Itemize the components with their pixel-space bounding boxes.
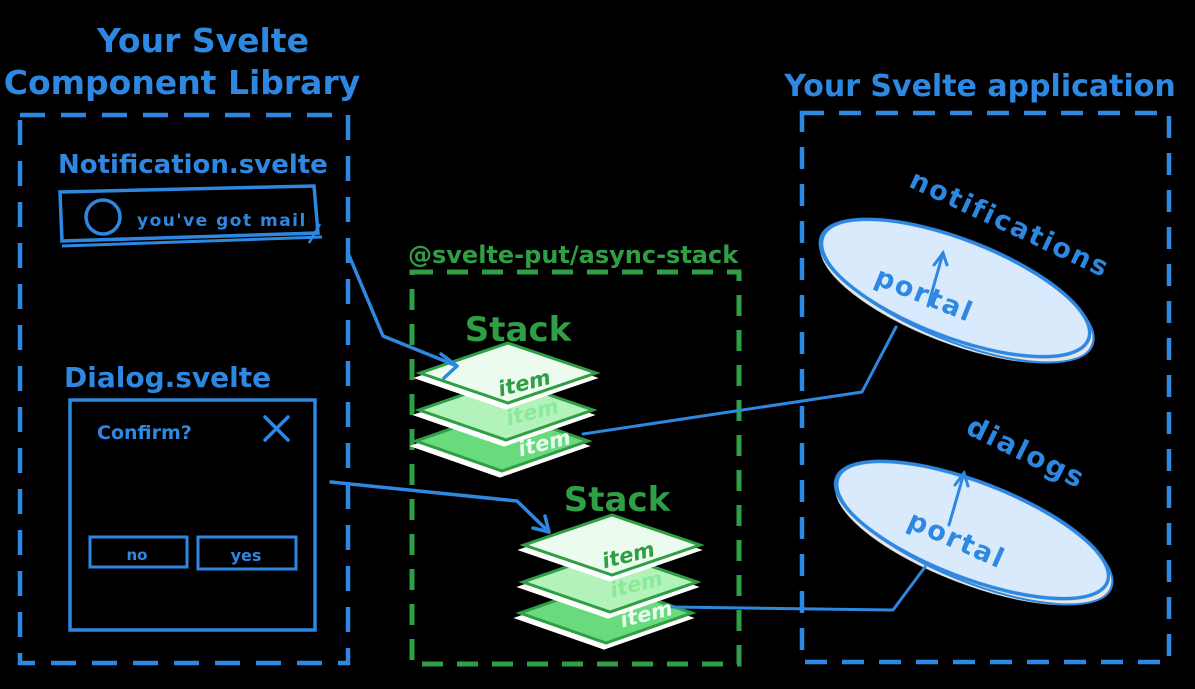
library-title-line1: Your Svelte bbox=[96, 21, 309, 60]
dialog-yes-button bbox=[196, 535, 298, 571]
dialogs-portal: portal bbox=[833, 459, 1114, 606]
library-box-border bbox=[17, 112, 351, 666]
package-box-border bbox=[409, 269, 742, 667]
portal-up-arrow bbox=[926, 249, 949, 308]
notification-banner-sketch-line bbox=[61, 235, 323, 248]
stack1-item2-layer bbox=[414, 378, 598, 442]
stack2-label: Stack bbox=[564, 480, 672, 520]
dialog-frame bbox=[68, 398, 317, 632]
dialog-no-label: no bbox=[127, 546, 148, 564]
notification-banner-frame bbox=[58, 184, 320, 243]
line-stack1-to-notifications-portal bbox=[581, 325, 898, 436]
stack1: item item item bbox=[411, 341, 601, 473]
notification-filename: Notification.svelte bbox=[58, 150, 328, 180]
library-title-line2: Component Library bbox=[4, 63, 361, 102]
dialog-yes-label: yes bbox=[231, 546, 262, 565]
stack2-item1-layer bbox=[519, 513, 705, 577]
dialogs-portal-outline-sketch bbox=[836, 460, 1114, 606]
dialog-no-button bbox=[88, 535, 189, 569]
notification-banner-text: you've got mail bbox=[137, 211, 307, 231]
notifications-portal-outline-sketch bbox=[821, 218, 1095, 364]
stack2: item item item bbox=[515, 513, 705, 645]
arrow-notification-to-stack1 bbox=[346, 251, 459, 380]
close-icon bbox=[263, 415, 290, 442]
line-stack2-to-dialogs-portal bbox=[670, 565, 927, 612]
dialog-filename: Dialog.svelte bbox=[64, 361, 271, 394]
stack1-label: Stack bbox=[465, 310, 573, 350]
arrow-dialog-to-stack2 bbox=[329, 480, 551, 534]
notifications-portal: portal bbox=[818, 217, 1095, 364]
notification-bell-icon bbox=[84, 198, 122, 236]
dialog-mockup: Confirm? no yes bbox=[68, 398, 317, 632]
notification-banner: you've got mail bbox=[58, 184, 323, 248]
stack2-item2-layer bbox=[518, 550, 702, 614]
application-box-border bbox=[799, 110, 1172, 665]
dialog-title: Confirm? bbox=[97, 422, 192, 444]
application-title: Your Svelte application bbox=[783, 69, 1175, 104]
portal-up-arrow bbox=[947, 469, 970, 527]
package-title: @svelte-put/async-stack bbox=[408, 241, 739, 269]
notification-banner-sketch-corner bbox=[307, 223, 322, 244]
